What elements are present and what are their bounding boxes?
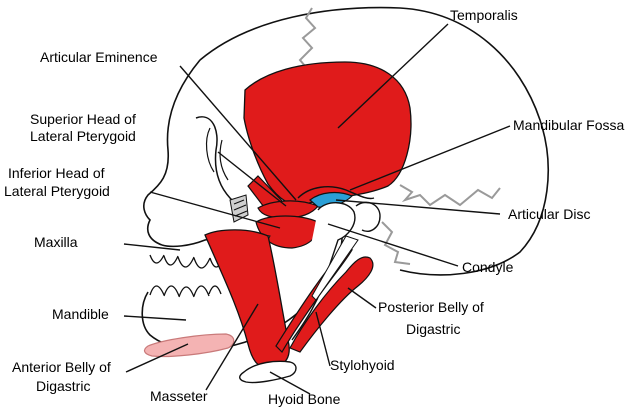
label-hyoid-bone: Hyoid Bone: [268, 391, 341, 407]
leader-anterior-belly: [125, 343, 189, 373]
styloid-process: [311, 235, 359, 301]
leader-stylohyoid: [315, 311, 331, 367]
leader-condyle: [327, 223, 459, 267]
label-masseter: Masseter: [150, 388, 208, 404]
superior-head-lateral-pterygoid: [257, 200, 319, 219]
coronal-suture: [298, 7, 317, 73]
lower-teeth: [149, 285, 222, 298]
leader-articular-disc: [335, 199, 501, 215]
upper-teeth: [149, 254, 224, 269]
mandible-outline: [141, 215, 343, 351]
label-stylohyoid: Stylohyoid: [330, 357, 395, 373]
leader-mandibular-fossa: [349, 125, 511, 191]
label-articular-eminence: Articular Eminence: [40, 49, 158, 65]
posterior-belly-digastric: [289, 256, 374, 353]
label-posterior-belly-line2: Digastric: [406, 321, 460, 337]
maxilla-outline: [161, 235, 231, 248]
leader-inferior-head: [149, 191, 281, 229]
leader-hyoid-bone: [269, 371, 311, 395]
leader-masseter: [205, 303, 259, 391]
leader-maxilla: [123, 243, 181, 251]
label-temporalis: Temporalis: [450, 7, 518, 23]
label-maxilla: Maxilla: [34, 234, 78, 250]
label-inferior-head-line1: Inferior Head of: [8, 165, 105, 181]
masseter-muscle: [204, 229, 290, 369]
hyoid-bone: [239, 360, 297, 384]
mastoid-process: [355, 201, 381, 232]
orbit-outline: [195, 116, 241, 209]
leader-mandible: [123, 315, 187, 321]
label-condyle: Condyle: [462, 259, 514, 275]
label-articular-disc: Articular Disc: [508, 206, 590, 222]
occipital-suture: [381, 221, 411, 265]
leader-posterior-belly: [347, 287, 377, 309]
label-inferior-head-line2: Lateral Pterygoid: [4, 183, 110, 199]
label-mandibular-fossa: Mandibular Fossa: [513, 117, 624, 133]
glenoid-fossa: [297, 186, 375, 200]
cheek-outline: [205, 127, 229, 181]
skull-outline: [143, 6, 549, 276]
leader-lines: [123, 23, 511, 395]
leader-articular-eminence: [179, 65, 297, 201]
lambdoid-suture: [399, 184, 501, 207]
label-posterior-belly-line1: Posterior Belly of: [378, 299, 484, 315]
label-mandible: Mandible: [52, 306, 109, 322]
leader-superior-head: [217, 151, 287, 207]
label-anterior-belly-line1: Anterior Belly of: [12, 359, 111, 375]
leader-temporalis: [337, 23, 449, 129]
anterior-belly-digastric: [143, 333, 235, 358]
label-superior-head-line1: Superior Head of: [30, 111, 136, 127]
label-superior-head-line2: Lateral Pterygoid: [30, 128, 136, 144]
label-anterior-belly-line2: Digastric: [36, 378, 90, 394]
